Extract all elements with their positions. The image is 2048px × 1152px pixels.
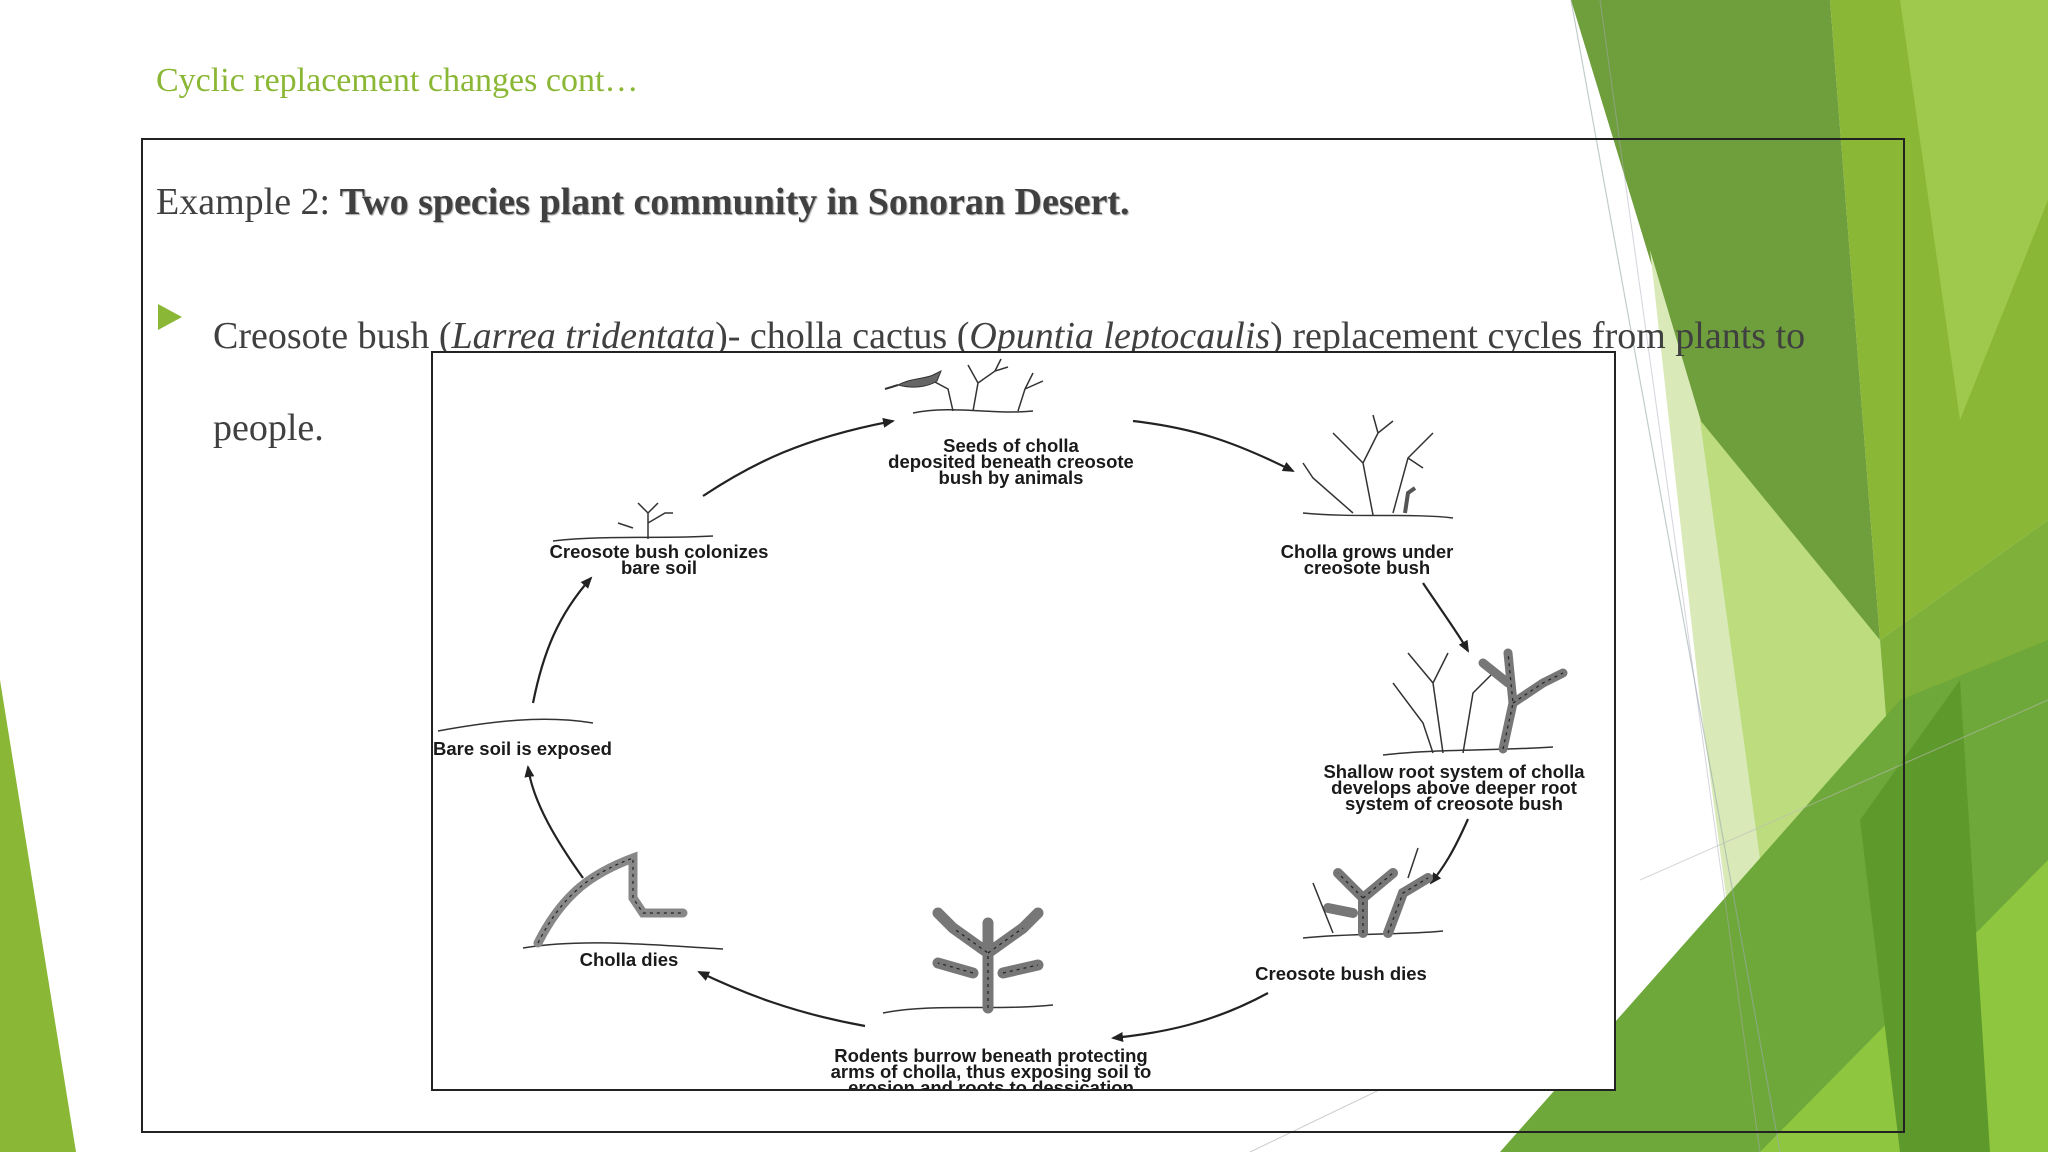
caption-root-line3: system of creosote bush [1345, 793, 1563, 814]
caption-rodents-line2: arms of cholla, thus exposing soil to [831, 1061, 1152, 1082]
arrow-roots-to-dies [1429, 818, 1470, 885]
caption-grows-line1: Cholla grows under [1281, 541, 1454, 562]
bullet-part-2: )- cholla cactus ( [715, 315, 970, 357]
species-cholla: Opuntia leptocaulis [969, 315, 1271, 357]
arrow-cholladies-to-bare [524, 765, 584, 879]
cholla-under-creosote-illustration [1302, 414, 1454, 519]
root-system-illustration [1382, 648, 1568, 756]
caption-root-line1: Shallow root system of cholla [1323, 761, 1585, 782]
cycle-diagram-svg: Seeds of cholla deposited beneath creoso… [433, 358, 1585, 1089]
bird-on-bush-illustration [884, 358, 1044, 414]
bare-soil-line [437, 718, 594, 732]
caption-rodents-line1: Rodents burrow beneath protecting [834, 1045, 1147, 1066]
caption-cholla-dies: Cholla dies [580, 949, 679, 970]
facet-dark [1571, 0, 1880, 720]
bullet-part-3: ) replacement cycles from plants to peop… [213, 315, 1806, 449]
bullet-text: Creosote bush (Larrea tridentata)- choll… [213, 290, 1853, 474]
example-prefix: Example 2: [156, 181, 340, 223]
species-creosote: Larrea tridentata [451, 315, 716, 357]
arrow-grows-to-roots [1422, 582, 1469, 653]
arrow-colonize-to-seeds [702, 417, 895, 497]
caption-grows-line2: creosote bush [1304, 557, 1430, 578]
cholla-dies-illustration [522, 851, 724, 950]
content-frame [141, 138, 1905, 1133]
example-title: Two species plant community in Sonoran D… [339, 181, 1130, 223]
bullet-arrow-icon [158, 304, 182, 330]
rodents-burrow-illustration [882, 907, 1054, 1014]
caption-seeds-line1: Seeds of cholla [943, 435, 1079, 456]
arrow-rodents-to-cholladies [697, 971, 866, 1028]
slide-title: Cyclic replacement changes cont… [156, 62, 639, 99]
caption-root-line2: develops above deeper root [1331, 777, 1577, 798]
caption-colonizes-line1: Creosote bush colonizes [550, 541, 769, 562]
caption-colonizes-line2: bare soil [621, 557, 697, 578]
cycle-diagram: Seeds of cholla deposited beneath creoso… [431, 351, 1616, 1091]
caption-creosote-dies: Creosote bush dies [1255, 963, 1427, 984]
caption-seeds-line2: deposited beneath creosote [888, 451, 1134, 472]
example-heading: Example 2: Two species plant community i… [156, 180, 1130, 224]
creosote-dies-illustration [1302, 847, 1444, 939]
caption-rodents-line3: erosion and roots to dessication [848, 1077, 1134, 1089]
arrow-dies-to-rodents [1111, 992, 1269, 1042]
caption-bare-soil: Bare soil is exposed [433, 738, 612, 759]
caption-seeds-line3: bush by animals [939, 467, 1084, 488]
arrow-seeds-to-grows [1132, 419, 1295, 472]
arrow-bare-to-colonize [531, 576, 593, 704]
creosote-colonizes-illustration [552, 502, 714, 542]
bullet-part-1: Creosote bush ( [213, 315, 452, 357]
